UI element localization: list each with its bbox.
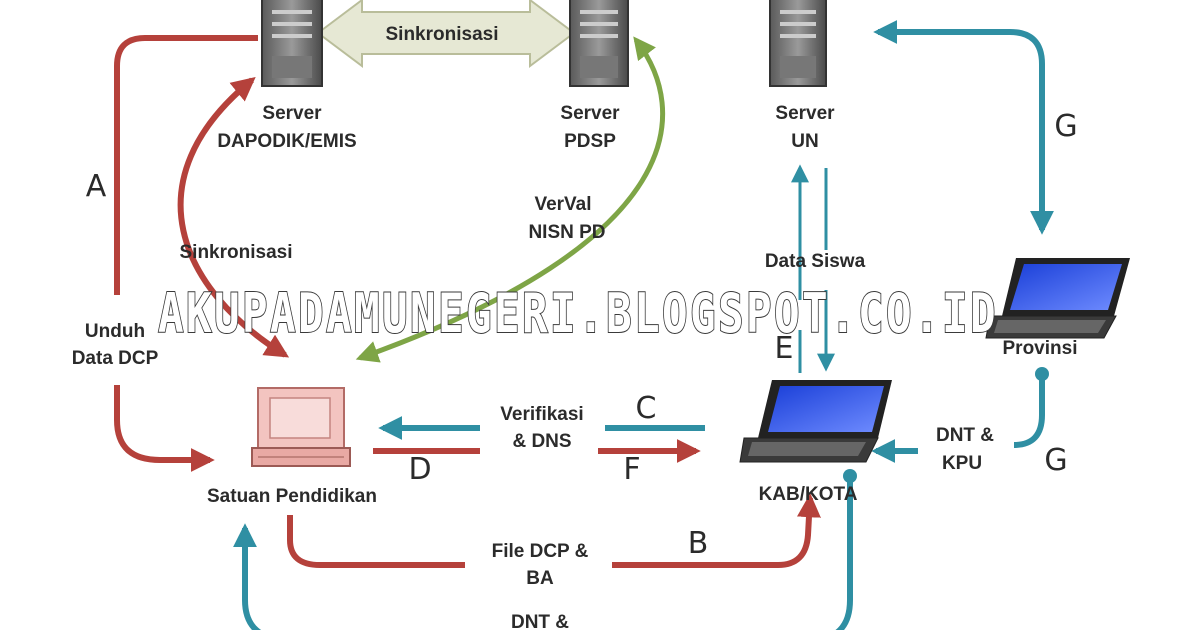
- label-verval-1: VerVal: [534, 194, 591, 215]
- letter-e: E: [775, 331, 794, 366]
- arrow-a-lower: [114, 385, 215, 472]
- label-provinsi: Provinsi: [1003, 338, 1078, 359]
- label-sinkronisasi-left: Sinkronisasi: [180, 242, 293, 263]
- watermark: AKUPADAMUNEGERI.BLOGSPOT.CO.ID: [158, 282, 998, 345]
- letter-a: A: [86, 169, 107, 204]
- label-file-dcp-2: BA: [526, 568, 554, 589]
- arrow-dnt-bottom: [233, 476, 853, 630]
- label-sinkronisasi-top: Sinkronisasi: [386, 24, 499, 45]
- label-dapodik-emis: DAPODIK/EMIS: [217, 131, 356, 152]
- label-unduh-1: Unduh: [85, 321, 145, 342]
- label-un: UN: [791, 131, 818, 152]
- server-pdsp-icon: [569, 0, 629, 87]
- letter-b: B: [688, 526, 709, 561]
- label-verval-2: NISN PD: [528, 222, 605, 243]
- arrow-b-right: [612, 493, 821, 568]
- label-data-siswa: Data Siswa: [765, 251, 866, 272]
- label-pdsp: PDSP: [564, 131, 616, 152]
- arrow-sinkronisasi-left: [177, 76, 290, 358]
- label-verifikasi-1: Verifikasi: [500, 404, 583, 425]
- letter-c: C: [636, 391, 657, 426]
- arrow-g-top: [873, 19, 1054, 235]
- letter-g-bottom: G: [1044, 443, 1067, 478]
- label-dnt-bottom: DNT &: [511, 612, 569, 630]
- label-dnt-kpu-1: DNT &: [936, 425, 994, 446]
- provinsi-laptop-icon: [985, 258, 1130, 339]
- letter-d: D: [408, 452, 431, 487]
- dnt-bottom-start-dot: [843, 469, 857, 483]
- label-server-dapodik: Server: [262, 103, 322, 124]
- label-unduh-2: Data DCP: [72, 348, 159, 369]
- label-file-dcp-1: File DCP &: [492, 541, 589, 562]
- arrow-b: [287, 515, 465, 568]
- label-kab-kota: KAB/KOTA: [759, 484, 858, 505]
- label-server-pdsp: Server: [560, 103, 620, 124]
- arrow-a: [114, 35, 258, 295]
- kab-kota-laptop-icon: [739, 380, 892, 463]
- server-un-icon: [769, 0, 827, 87]
- arrow-verval-green: [355, 36, 666, 363]
- satuan-pendidikan-computer-icon: [251, 387, 351, 467]
- label-server-un: Server: [775, 103, 835, 124]
- label-dnt-kpu-2: KPU: [942, 453, 982, 474]
- label-verifikasi-2: & DNS: [512, 431, 571, 452]
- letter-g-top: G: [1054, 109, 1077, 144]
- letter-f: F: [623, 452, 640, 487]
- server-dapodik-icon: [261, 0, 323, 87]
- arrow-g-bottom: [1013, 374, 1045, 448]
- label-satuan-pendidikan: Satuan Pendidikan: [207, 486, 377, 507]
